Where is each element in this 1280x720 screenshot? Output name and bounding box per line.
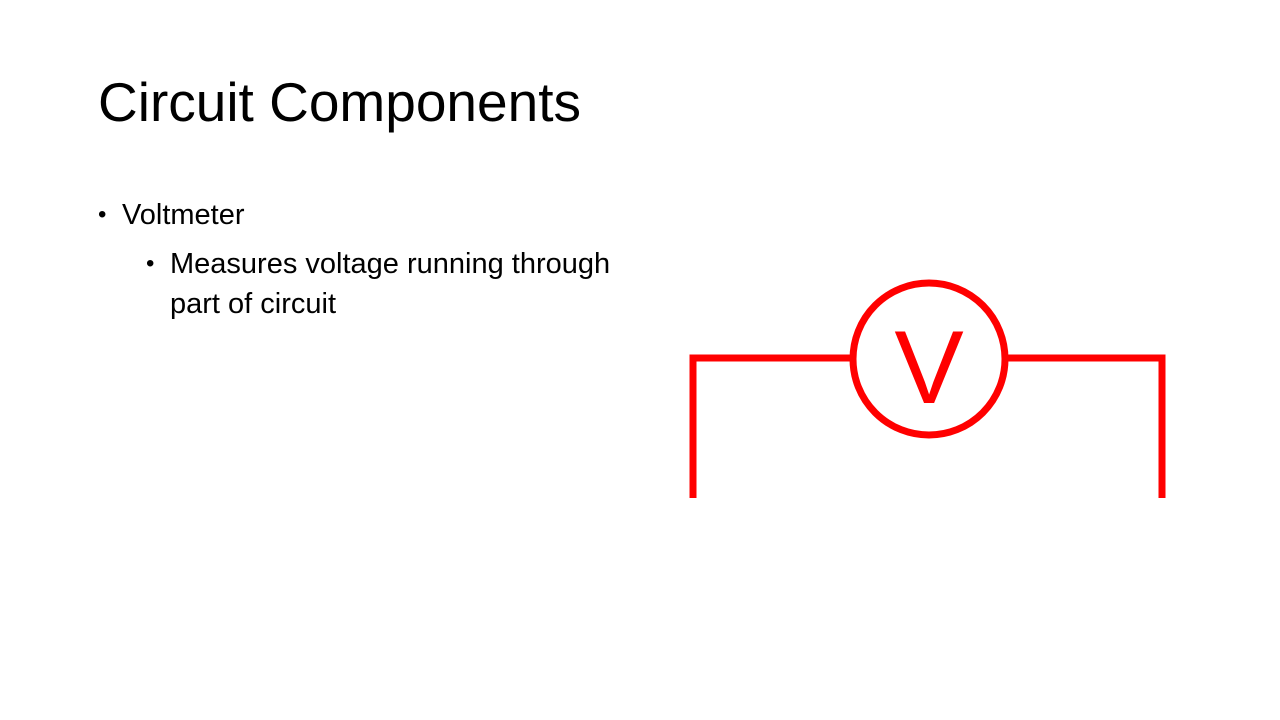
voltmeter-circuit-diagram: V: [689, 279, 1166, 498]
bullet-dot-icon: •: [98, 201, 107, 228]
circuit-wire: [689, 354, 1166, 498]
sub-bullet-item-description: • Measures voltage running through part …: [146, 244, 618, 324]
voltmeter-symbol-circle: [849, 279, 1009, 439]
sub-bullet-text: Measures voltage running through part of…: [170, 248, 611, 320]
bullet-item-voltmeter: • Voltmeter: [98, 196, 618, 234]
voltmeter-symbol-letter: V: [894, 310, 963, 426]
bullet-list: • Voltmeter • Measures voltage running t…: [98, 196, 618, 324]
bullet-dot-icon: •: [146, 250, 155, 277]
bullet-text: Voltmeter: [122, 199, 245, 231]
slide-title: Circuit Components: [98, 71, 581, 133]
